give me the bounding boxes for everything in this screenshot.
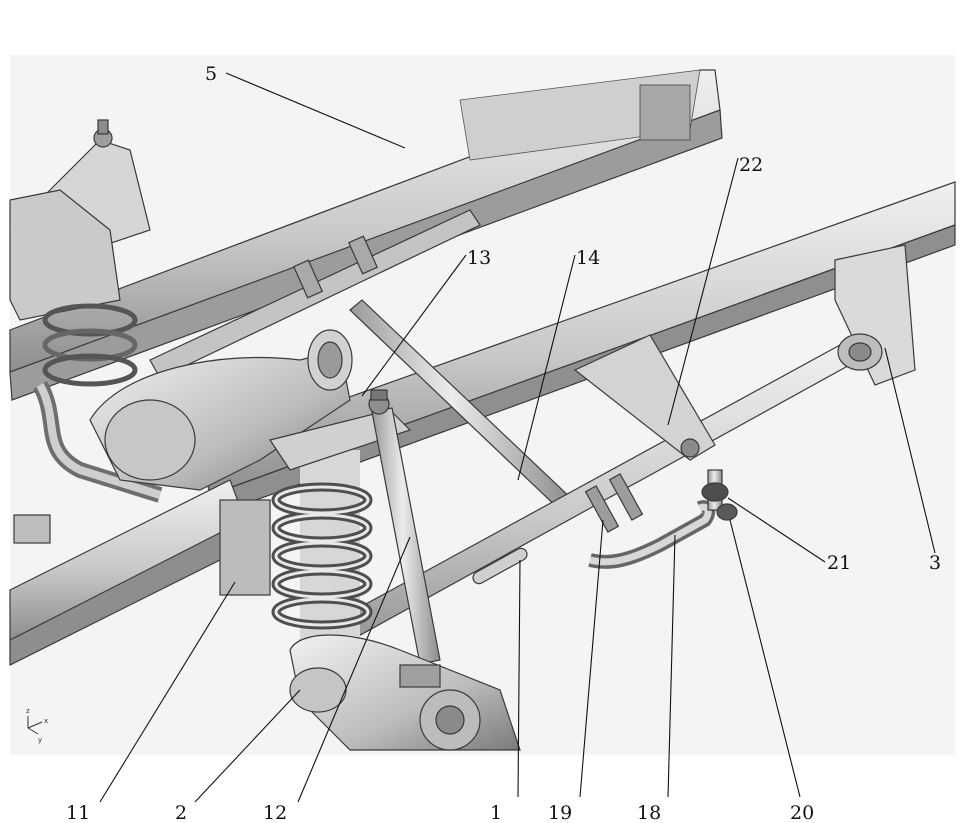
lower-frame-member bbox=[9, 479, 251, 666]
callout-19: 19 bbox=[548, 802, 572, 823]
rear-coil-spring bbox=[42, 303, 138, 387]
axis-label-z: z bbox=[26, 707, 30, 715]
leader-5 bbox=[225, 72, 406, 149]
leader-14 bbox=[517, 254, 576, 481]
callout-5: 5 bbox=[205, 63, 217, 85]
leader-19 bbox=[579, 519, 604, 798]
axis-label-x: x bbox=[44, 717, 48, 725]
callout-labels: 5 13 14 22 21 3 11 2 12 1 19 18 20 bbox=[66, 63, 941, 823]
link-bracket bbox=[573, 334, 716, 461]
leader-21 bbox=[727, 497, 826, 563]
callout-20: 20 bbox=[790, 802, 814, 823]
leader-2 bbox=[194, 689, 301, 803]
leader-lines bbox=[99, 72, 936, 803]
callout-13: 13 bbox=[467, 247, 491, 269]
upper-link-bar bbox=[149, 209, 481, 379]
shock-absorber bbox=[368, 389, 441, 665]
leader-11 bbox=[99, 581, 236, 803]
callout-12: 12 bbox=[263, 802, 287, 823]
u-bolt-clamps bbox=[584, 473, 644, 533]
leader-20 bbox=[729, 519, 801, 798]
exhaust-pipe bbox=[32, 381, 163, 503]
axle-differential bbox=[89, 329, 353, 491]
callout-1: 1 bbox=[490, 802, 502, 823]
leader-3 bbox=[884, 347, 936, 554]
callout-14: 14 bbox=[576, 247, 600, 269]
axis-triad: z x y bbox=[26, 707, 48, 744]
callout-2: 2 bbox=[175, 802, 187, 823]
leader-12 bbox=[297, 536, 411, 803]
callout-3: 3 bbox=[929, 552, 941, 574]
callout-22: 22 bbox=[739, 154, 763, 176]
callout-21: 21 bbox=[827, 552, 851, 574]
leader-1 bbox=[517, 559, 521, 798]
upper-left-bracket bbox=[9, 119, 151, 321]
leader-18 bbox=[667, 534, 676, 798]
trailing-arm bbox=[299, 333, 883, 661]
anti-roll-bar bbox=[588, 500, 716, 569]
axle-knuckle-hub bbox=[289, 634, 521, 751]
callout-18: 18 bbox=[637, 802, 661, 823]
leader-13 bbox=[361, 254, 467, 397]
end-link bbox=[701, 469, 738, 521]
callout-11: 11 bbox=[66, 802, 90, 823]
leader-22 bbox=[667, 157, 739, 426]
front-coil-spring bbox=[271, 450, 373, 640]
axis-label-y: y bbox=[38, 736, 42, 744]
